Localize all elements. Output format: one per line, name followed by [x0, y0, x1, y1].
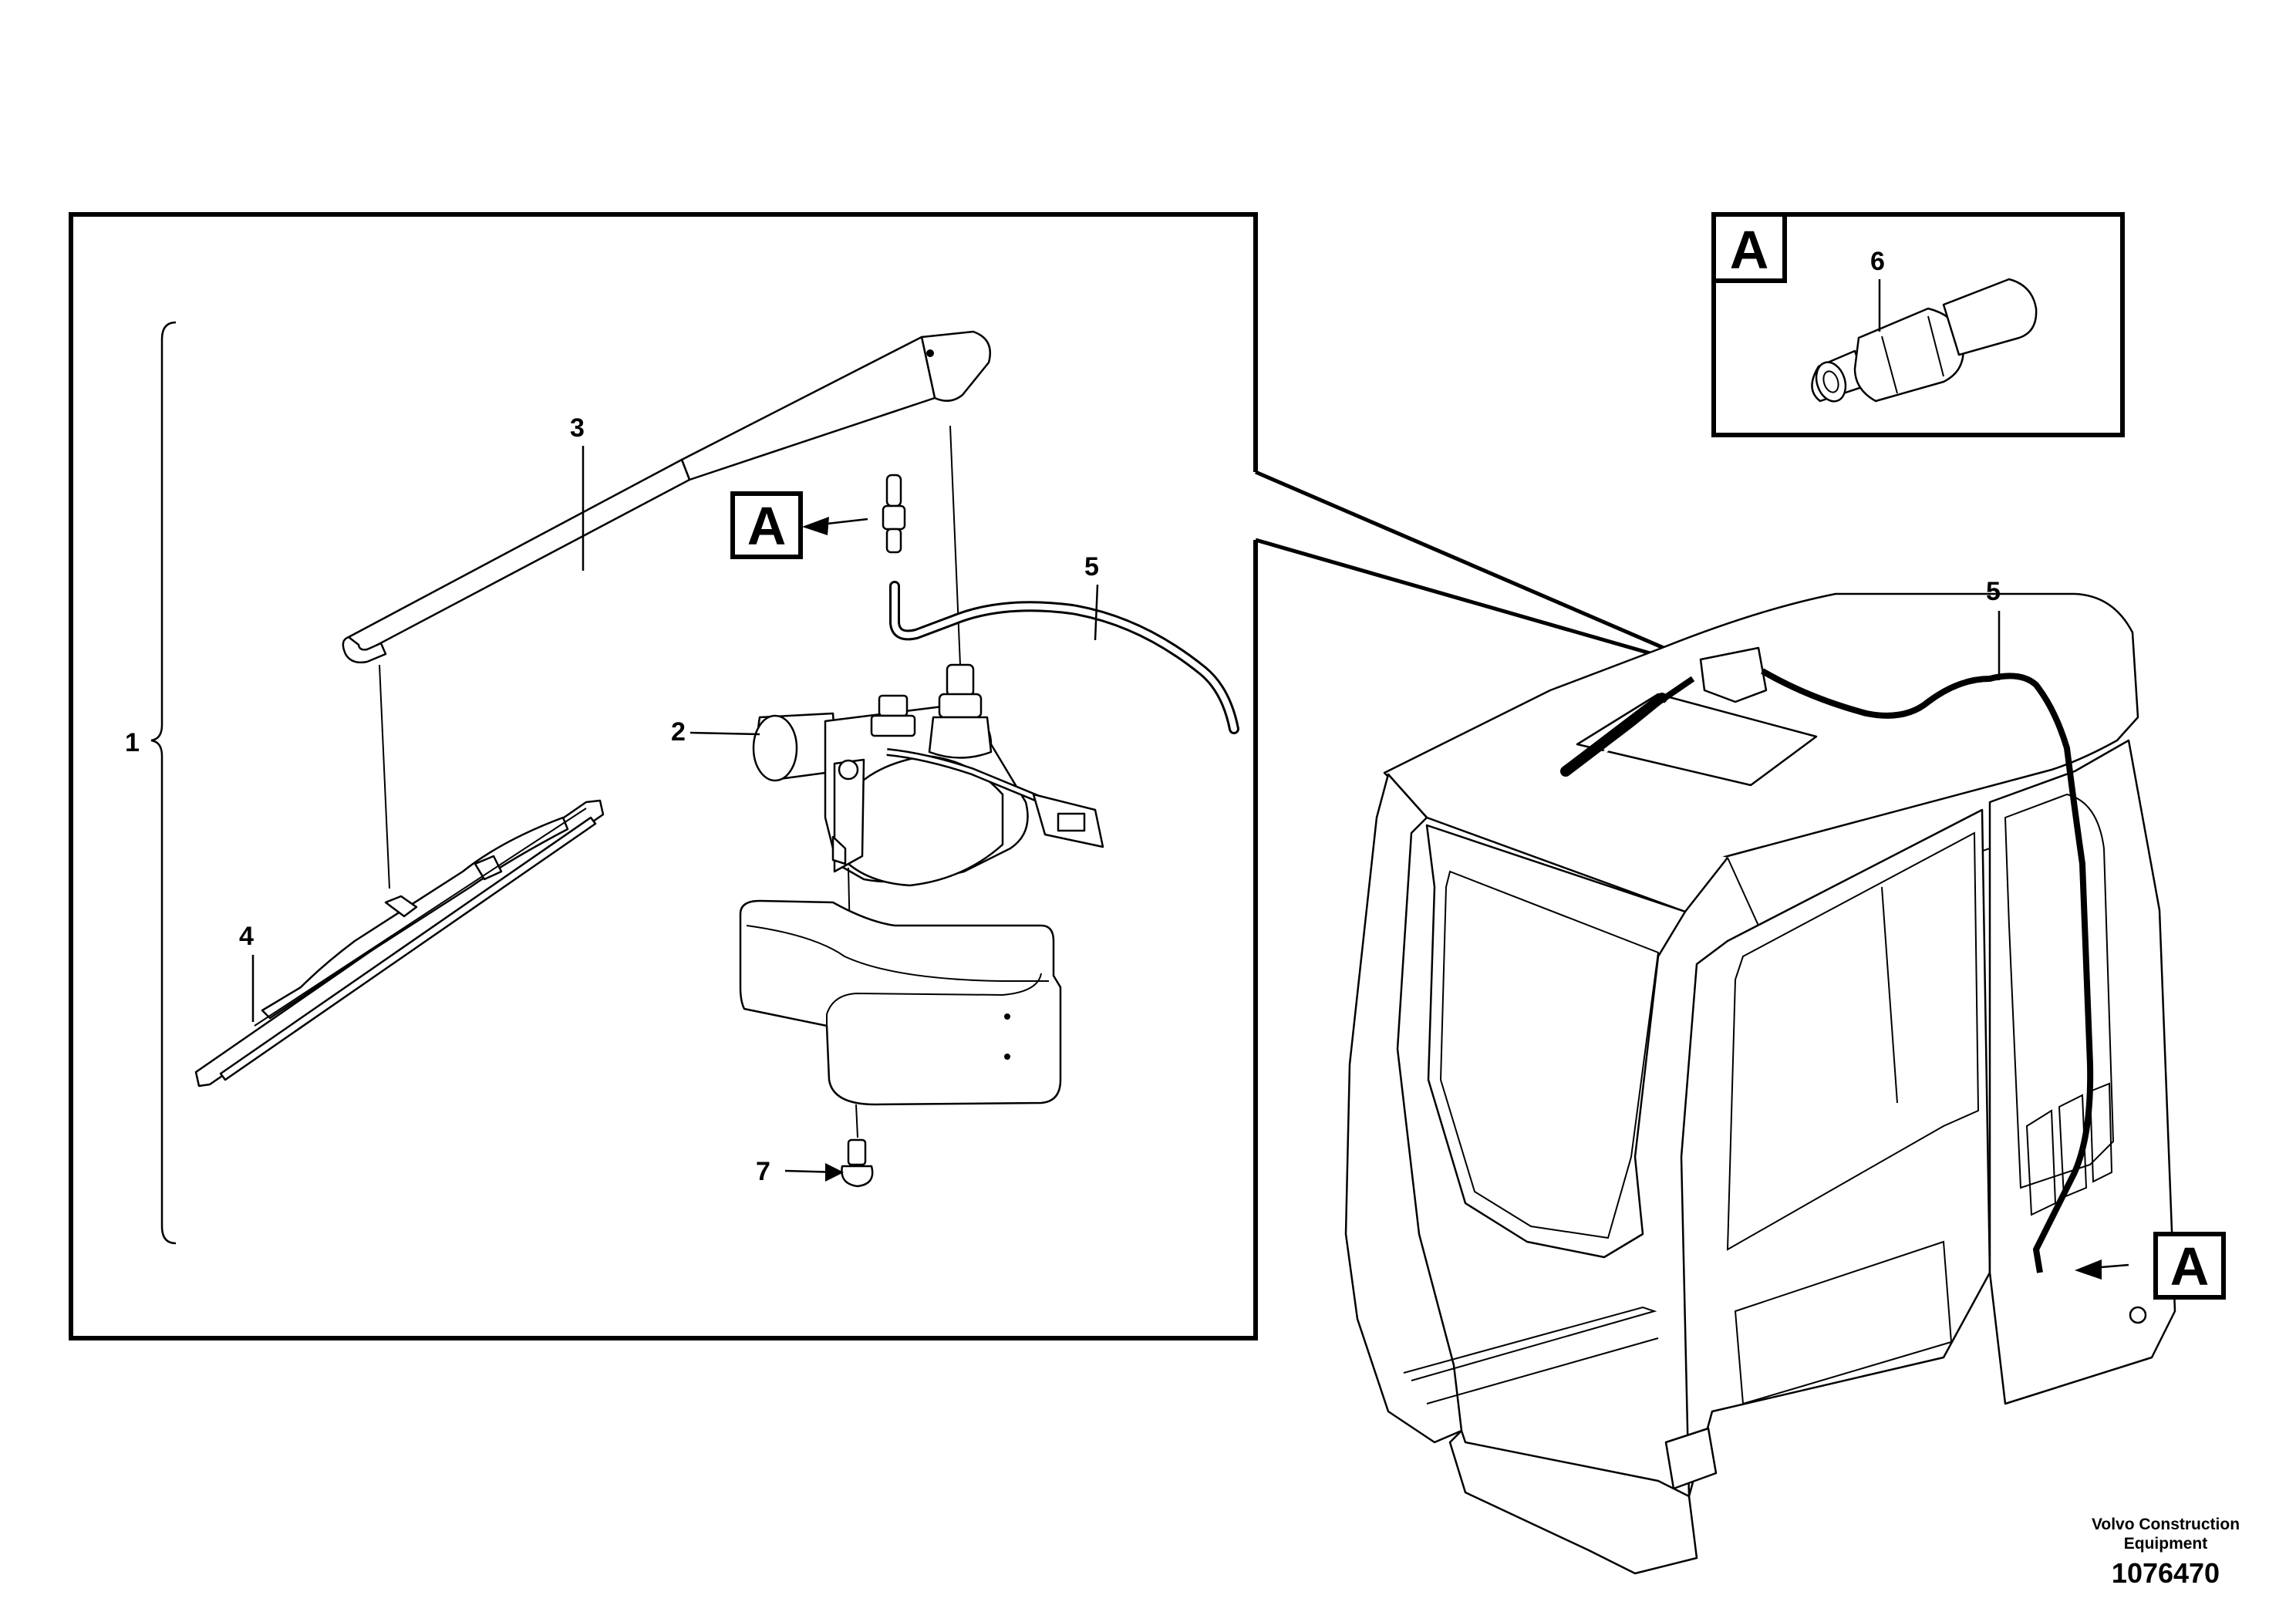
ref-box-detail: A: [730, 491, 803, 559]
kit-bracket: [150, 321, 177, 1245]
operator-cab: [1344, 592, 2176, 1575]
detail-view-frame: [69, 212, 1258, 1340]
wiper-motor: [752, 663, 1104, 887]
callout-5-cab: 5: [1986, 577, 2001, 606]
company-name-line2: Equipment: [2124, 1535, 2208, 1553]
motor-cover: [739, 899, 1062, 1106]
callout-6: 6: [1870, 247, 1885, 276]
ref-letter-detail: A: [747, 496, 787, 556]
callout-4: 4: [239, 922, 254, 951]
callout-7: 7: [756, 1157, 770, 1186]
callout-3: 3: [570, 413, 585, 443]
wiper-arm: [342, 330, 991, 664]
hose-connector-small: [882, 474, 906, 554]
screw: [841, 1138, 874, 1188]
hose-connector-6: [1811, 278, 2038, 403]
ref-letter-inset: A: [1730, 220, 1769, 280]
ref-letter-cab: A: [2170, 1236, 2210, 1297]
callout-2: 2: [671, 717, 686, 747]
zoom-projection-lines: [1255, 470, 1686, 666]
callout-1: 1: [125, 728, 140, 757]
washer-hose: [889, 581, 1239, 734]
company-name-line1: Volvo Construction: [2092, 1516, 2240, 1533]
wiper-blade: [194, 799, 605, 1088]
drawing-number: 1076470: [2112, 1557, 2220, 1589]
inset-detail-a: A: [1711, 212, 2125, 437]
callout-5-detail: 5: [1084, 552, 1099, 582]
ref-box-cab: A: [2153, 1232, 2226, 1300]
